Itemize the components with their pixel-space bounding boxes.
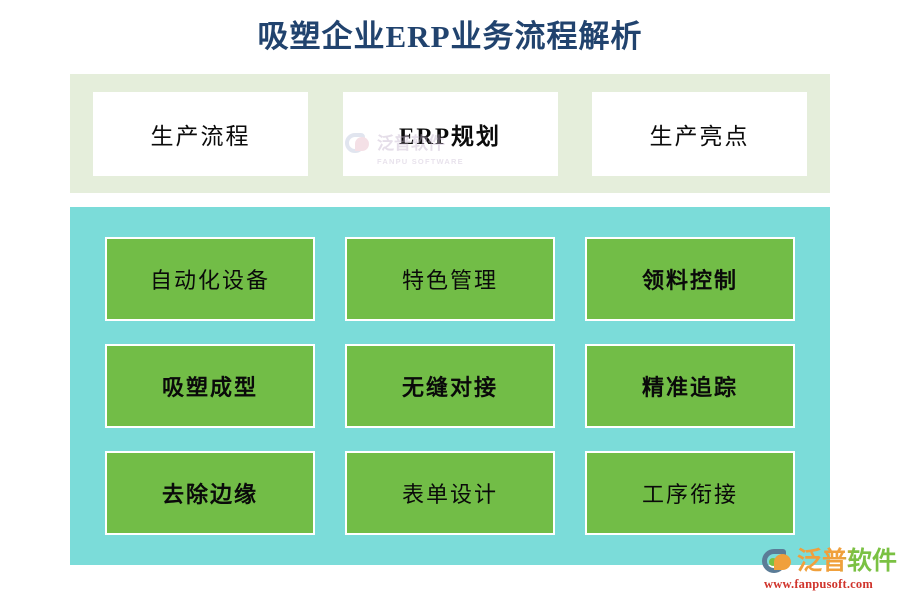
grid-cell-label: 精准追踪 bbox=[641, 375, 738, 400]
brand-logo: 泛普软件 www.fanpusoft.com bbox=[762, 545, 898, 593]
grid-cell-seamless-integration[interactable]: 无缝对接 bbox=[345, 344, 555, 428]
fanpu-logo-icon bbox=[762, 547, 793, 576]
grid-cell-featured-management[interactable]: 特色管理 bbox=[345, 237, 555, 321]
brand-url: www.fanpusoft.com bbox=[764, 577, 873, 591]
feature-grid: 自动化设备 特色管理 领料控制 吸塑成型 无缝对接 精准追踪 去除边缘 表单设计 bbox=[105, 237, 795, 535]
grid-cell-label: 领料控制 bbox=[641, 268, 738, 293]
grid-cell-precise-tracking[interactable]: 精准追踪 bbox=[585, 344, 795, 428]
grid-cell-label: 表单设计 bbox=[401, 482, 498, 507]
grid-cell-blister-forming[interactable]: 吸塑成型 bbox=[105, 344, 315, 428]
grid-cell-label: 吸塑成型 bbox=[161, 375, 258, 400]
grid-cell-edge-trimming[interactable]: 去除边缘 bbox=[105, 451, 315, 535]
grid-cell-label: 特色管理 bbox=[401, 268, 498, 293]
page-title: 吸塑企业ERP业务流程解析 bbox=[257, 19, 643, 54]
grid-cell-label: 无缝对接 bbox=[401, 375, 498, 400]
grid-cell-process-linkage[interactable]: 工序衔接 bbox=[585, 451, 795, 535]
top-card-erp-planning[interactable]: ERP规划 bbox=[342, 91, 558, 176]
top-card-label: 生产亮点 bbox=[649, 123, 750, 149]
brand-name: 泛普软件 bbox=[797, 547, 898, 575]
top-card-production-highlights[interactable]: 生产亮点 bbox=[592, 91, 807, 176]
grid-cell-label: 自动化设备 bbox=[149, 268, 270, 293]
grid-cell-form-design[interactable]: 表单设计 bbox=[345, 451, 555, 535]
top-card-label: ERP规划 bbox=[399, 123, 501, 149]
top-card-label: 生产流程 bbox=[150, 123, 251, 149]
feature-grid-panel: 自动化设备 特色管理 领料控制 吸塑成型 无缝对接 精准追踪 去除边缘 表单设计 bbox=[70, 207, 830, 565]
grid-cell-automation-equipment[interactable]: 自动化设备 bbox=[105, 237, 315, 321]
brand-row: 泛普软件 bbox=[762, 545, 898, 577]
grid-cell-label: 去除边缘 bbox=[161, 482, 258, 507]
top-card-production-flow[interactable]: 生产流程 bbox=[93, 91, 308, 176]
grid-cell-material-requisition-control[interactable]: 领料控制 bbox=[585, 237, 795, 321]
top-category-band: 生产流程 ERP规划 生产亮点 bbox=[70, 74, 830, 193]
top-card-list: 生产流程 ERP规划 生产亮点 bbox=[70, 74, 830, 193]
grid-cell-label: 工序衔接 bbox=[641, 482, 738, 507]
